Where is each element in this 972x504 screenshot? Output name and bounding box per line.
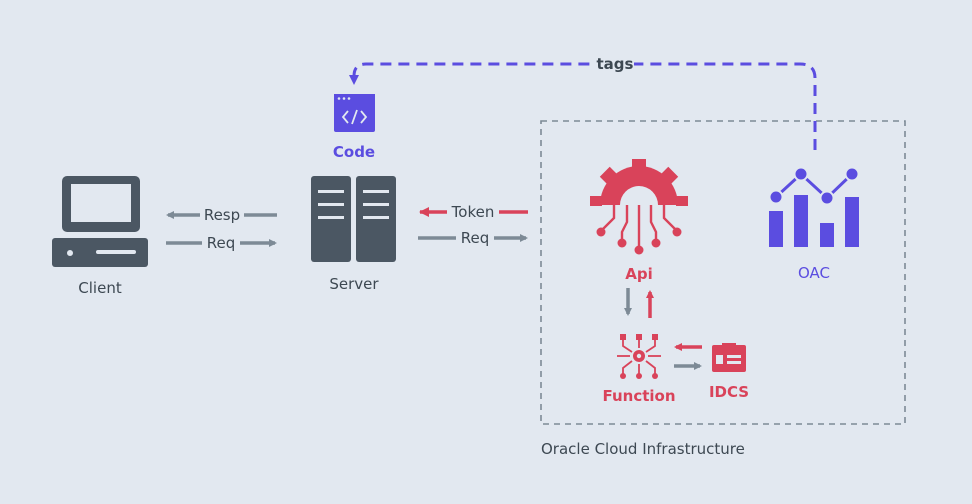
api-gear-icon [590, 159, 688, 255]
req-server-label: Req [461, 229, 490, 247]
code-icon [334, 94, 375, 132]
oci-group-label: Oracle Cloud Infrastructure [541, 440, 745, 458]
server-label: Server [329, 275, 379, 293]
token-label: Token [451, 203, 495, 221]
req-client-label: Req [207, 234, 236, 252]
oac-analytics-icon [768, 166, 860, 247]
oac-label: OAC [798, 264, 830, 282]
oci-group-box [540, 120, 906, 425]
function-icon [617, 334, 661, 379]
api-label: Api [625, 265, 653, 283]
idcs-id-card-icon [712, 343, 746, 372]
client-computer-icon [52, 176, 148, 267]
function-label: Function [602, 387, 675, 405]
tags-connector [349, 62, 817, 150]
idcs-label: IDCS [709, 383, 749, 401]
client-label: Client [78, 279, 122, 297]
code-label: Code [333, 143, 375, 161]
resp-label: Resp [204, 206, 240, 224]
server-icon [311, 176, 396, 262]
tags-label: tags [597, 55, 634, 73]
